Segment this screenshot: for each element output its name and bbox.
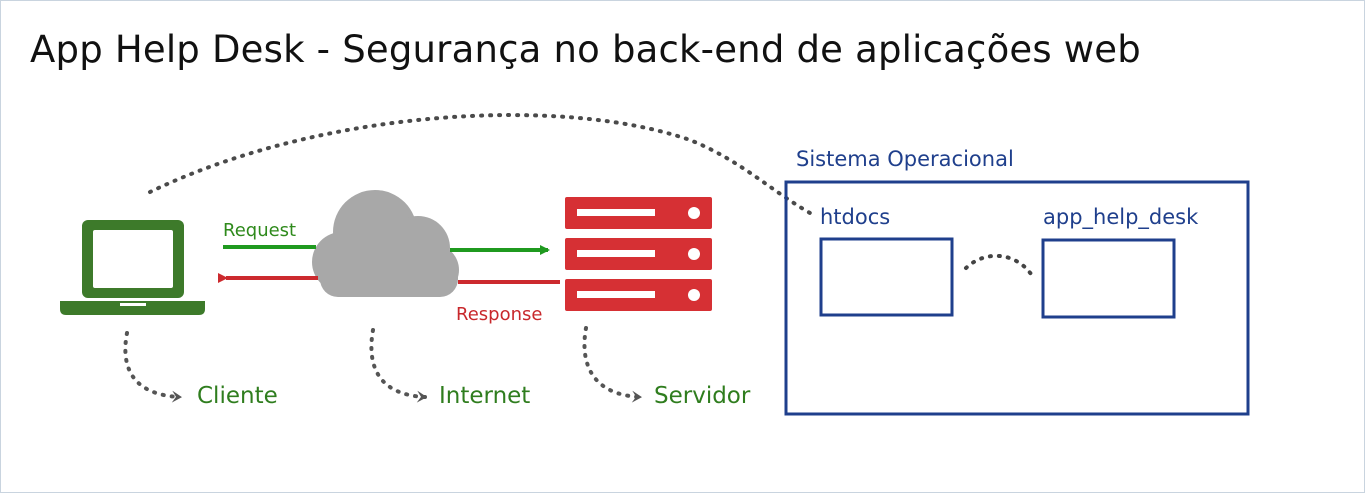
cliente-dotted-arrow: [123, 331, 182, 403]
server-icon: [565, 197, 712, 311]
cliente-label: Cliente: [197, 383, 278, 409]
htdocs-folder-box: [819, 237, 954, 317]
folders-dotted-connector: [964, 253, 1033, 276]
sistema-operacional-label: Sistema Operacional: [796, 147, 1014, 171]
sistema-operacional-box: [784, 180, 1250, 416]
page-title: App Help Desk - Segurança no back-end de…: [30, 28, 1141, 71]
response-label: Response: [456, 304, 542, 325]
htdocs-label: htdocs: [820, 205, 890, 229]
laptop-icon: [60, 220, 205, 315]
internet-dotted-arrow: [369, 328, 427, 403]
dotted-arc-connector: [148, 113, 812, 215]
servidor-label: Servidor: [654, 383, 751, 409]
app-help-desk-folder-box: [1041, 238, 1176, 319]
cloud-icon: [312, 190, 459, 297]
internet-label: Internet: [439, 383, 530, 409]
servidor-dotted-arrow: [582, 326, 642, 403]
app-help-desk-label: app_help_desk: [1043, 205, 1199, 230]
request-label: Request: [223, 220, 296, 241]
